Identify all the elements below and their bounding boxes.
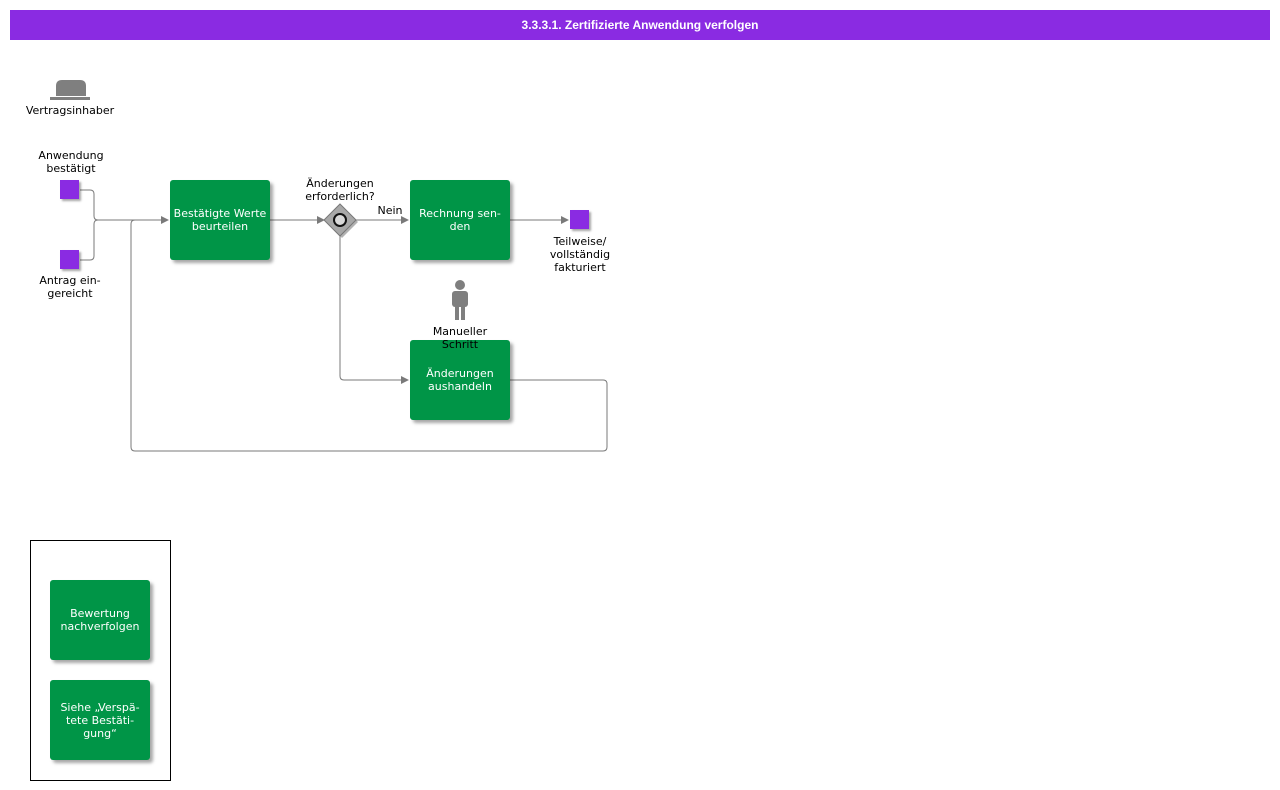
start-event-2-label: Antrag ein- gereicht [39,274,101,300]
legend-box [30,540,171,781]
legend-item-2: Siehe „Verspä- tete Bestäti- gung“ [50,680,150,760]
manual-step-label: Manueller Schritt [432,325,488,351]
diagram-title: 3.3.3.1. Zertifizierte Anwendung verfolg… [10,10,1270,40]
flow-gateway-to-negotiate [339,236,409,384]
flow-negotiate-loopback [130,219,608,452]
start-event-1 [60,180,79,199]
flow-start1-merge [80,189,99,221]
flow-start2-merge [80,219,99,261]
branch-no-label: Nein [377,204,403,217]
task-invoice: Rechnung sen- den [410,180,510,260]
gateway-diamond [323,203,358,238]
start-event-2 [60,250,79,269]
person-icon [452,280,468,320]
task-negotiate: Änderungen aushandeln [410,340,510,420]
gateway-question: Änderungen erforderlich? [305,177,375,203]
end-event-label: Teilweise/ vollständig fakturiert [549,235,611,274]
task-assess: Bestätigte Werte beurteilen [170,180,270,260]
role-label: Vertragsinhaber [25,104,115,117]
end-event [570,210,589,229]
legend-item-1: Bewertung nachverfolgen [50,580,150,660]
start-event-1-label: Anwendung bestätigt [38,149,104,175]
hat-icon [50,80,90,100]
